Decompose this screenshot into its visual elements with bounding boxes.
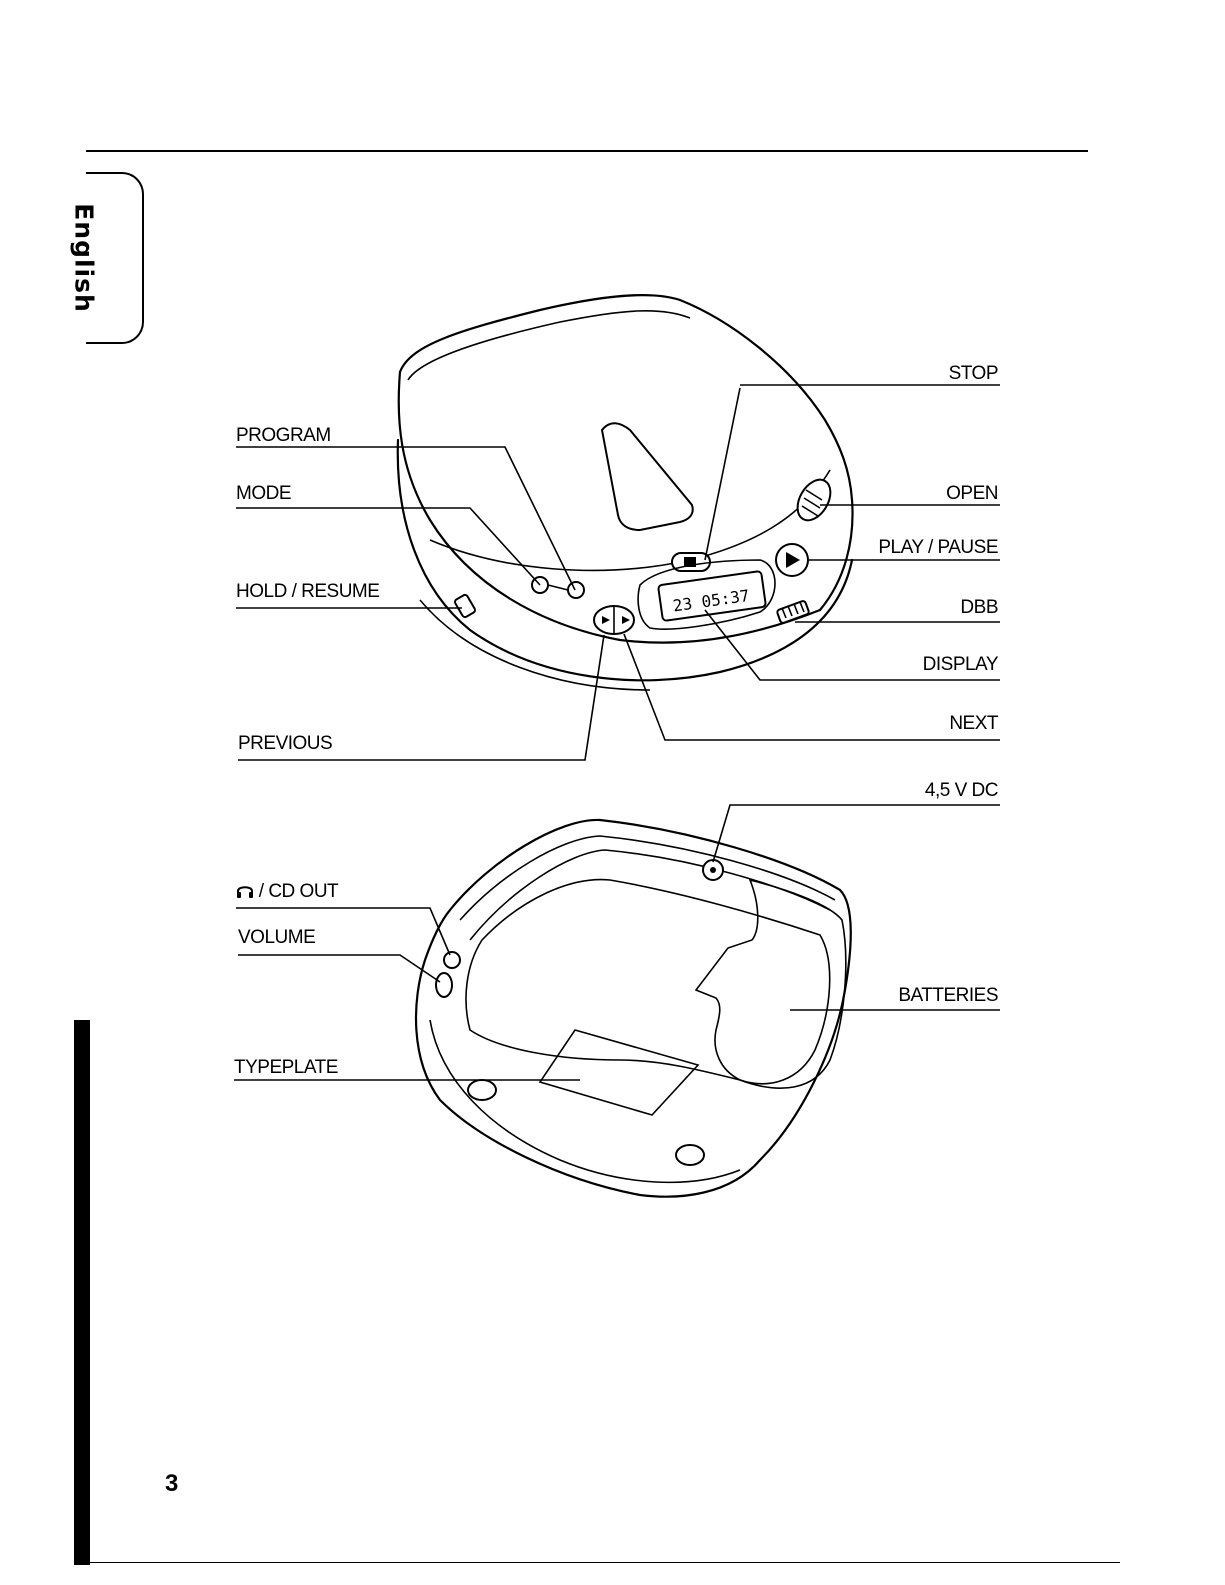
- label-batteries: BATTERIES: [898, 986, 998, 1005]
- label-mode: MODE: [236, 484, 291, 503]
- label-headphone-out: / CD OUT: [236, 882, 338, 901]
- label-volume: VOLUME: [238, 928, 315, 947]
- label-hold-resume: HOLD / RESUME: [236, 582, 379, 601]
- headphones-icon: [236, 883, 254, 899]
- player-bottom-view: [416, 820, 851, 1197]
- label-previous: PREVIOUS: [238, 734, 332, 753]
- label-dc-in: 4,5 V DC: [925, 781, 998, 800]
- label-next: NEXT: [949, 714, 998, 733]
- leader-lines-bottom: [234, 805, 1000, 1080]
- label-headphone-out-text: / CD OUT: [259, 881, 338, 902]
- label-dbb: DBB: [960, 598, 998, 617]
- label-display: DISPLAY: [923, 655, 998, 674]
- label-stop: STOP: [949, 364, 998, 383]
- label-open: OPEN: [946, 484, 998, 503]
- page-number: 3: [165, 1470, 178, 1498]
- label-typeplate: TYPEPLATE: [234, 1058, 338, 1077]
- player-top-view: 23 05:37: [398, 295, 853, 690]
- label-program: PROGRAM: [236, 426, 331, 445]
- label-play-pause: PLAY / PAUSE: [878, 538, 998, 557]
